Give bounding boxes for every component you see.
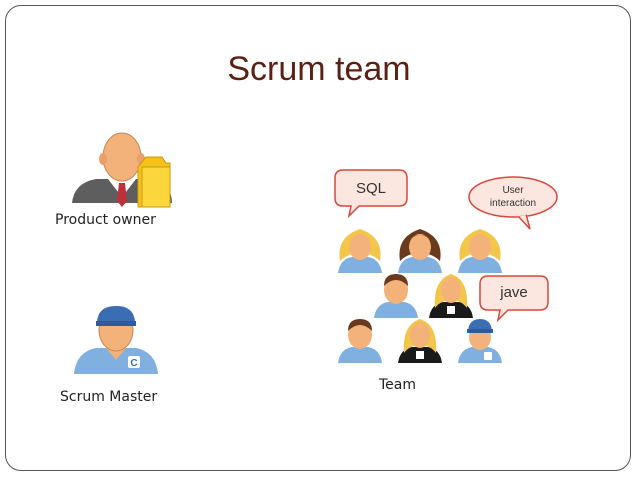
jave-bubble-text: jave	[500, 284, 528, 301]
folder-icon	[137, 156, 171, 208]
team-member-blonde-icon	[338, 229, 382, 273]
scrum-master-label: Scrum Master	[60, 389, 158, 405]
product-owner-label: Product owner	[55, 212, 156, 228]
team-member-woman-dark-shirt-icon	[398, 319, 442, 363]
slide-title: Scrum team	[227, 50, 411, 88]
user-interaction-bubble	[468, 176, 558, 230]
product-owner-icon	[72, 132, 172, 208]
team-member-blonde-icon	[458, 229, 502, 273]
slide-frame	[5, 5, 631, 471]
team-member-woman-dark-shirt-icon	[429, 274, 473, 318]
jave-bubble	[479, 275, 549, 323]
team-label: Team	[379, 377, 417, 393]
team-member-man-icon	[374, 274, 418, 318]
team-member-cap-icon	[458, 319, 502, 363]
scrum-master-icon: C	[74, 306, 158, 374]
sql-bubble-text: SQL	[355, 180, 386, 197]
svg-text:C: C	[130, 358, 137, 369]
sql-bubble	[334, 169, 408, 219]
team-member-man-icon	[338, 319, 382, 363]
team-member-brunette-icon	[398, 229, 442, 273]
user-interaction-bubble-text: User interaction	[489, 185, 537, 209]
